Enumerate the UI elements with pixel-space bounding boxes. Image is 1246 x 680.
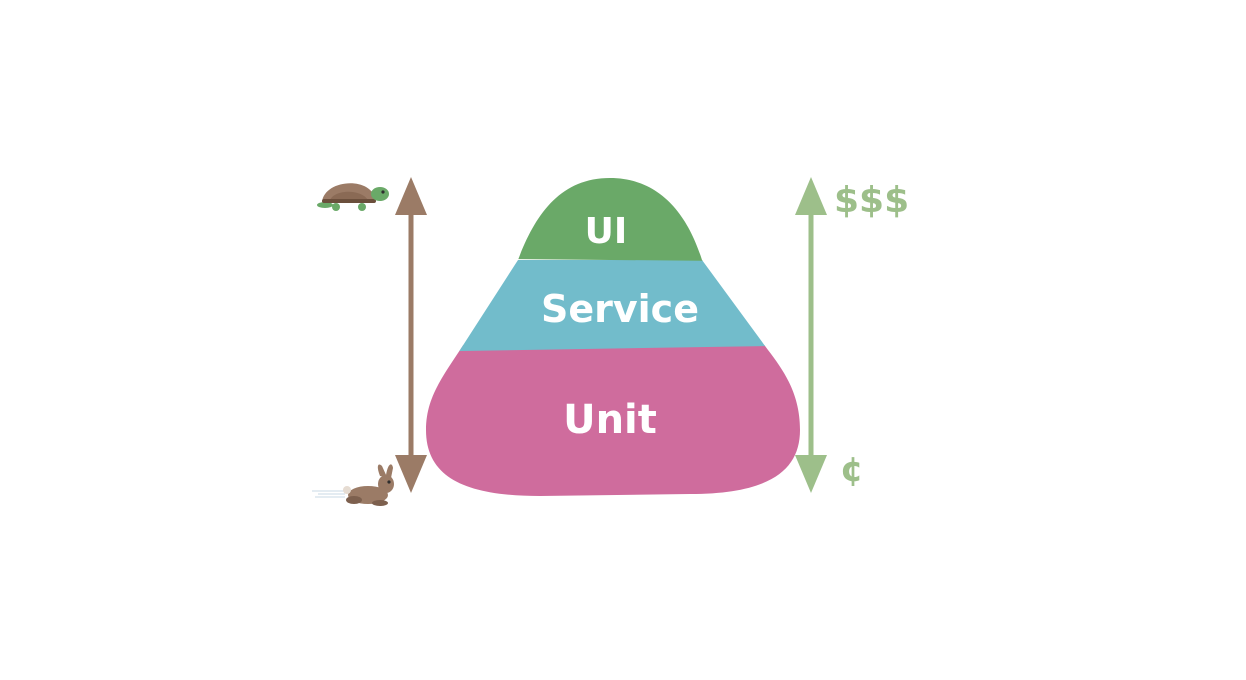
cost-low-label: ¢ [840,450,864,490]
cost-high-label: $$$ [834,180,909,221]
speed-axis [395,177,427,493]
rabbit-icon [312,464,394,506]
unit-layer [426,345,800,496]
unit-layer-label: Unit [563,397,657,443]
service-layer-label: Service [541,287,699,331]
turtle-icon [317,183,389,211]
speed-axis-arrowhead-top [395,177,427,215]
cost-axis [795,177,827,493]
cost-axis-arrowhead-bottom [795,455,827,493]
cost-axis-arrowhead-top [795,177,827,215]
speed-axis-arrowhead-bottom [395,455,427,493]
ui-layer-label: UI [585,211,628,252]
